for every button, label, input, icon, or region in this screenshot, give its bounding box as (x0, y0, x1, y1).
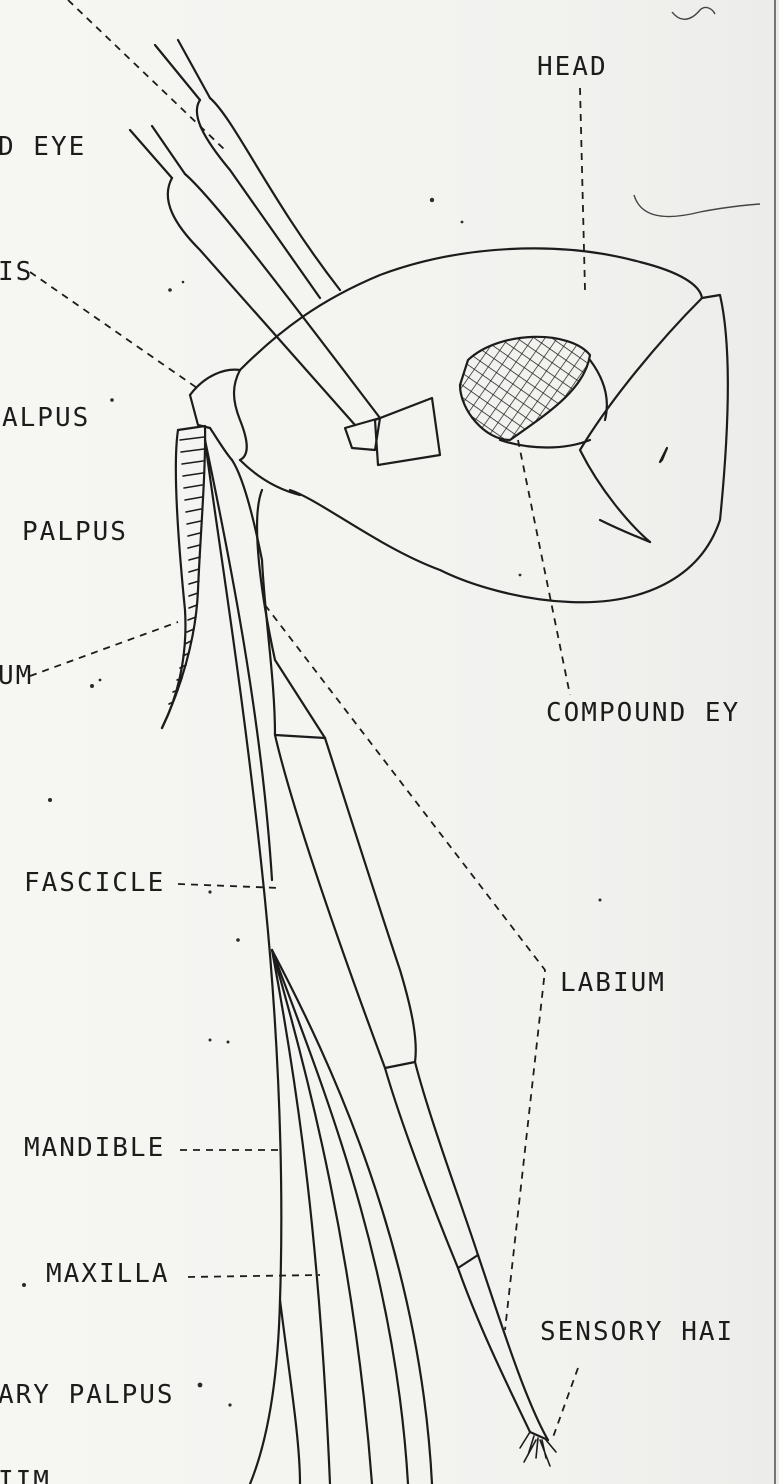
label-labial-palpus: ALPUS (2, 403, 90, 433)
label-sensory-hair: SENSORY HAI (540, 1317, 734, 1347)
clypeus-and-palpus (190, 370, 240, 460)
label-clypeus: IS (0, 257, 33, 287)
pencil-marks (634, 0, 775, 1484)
label-maxillary-palpus-upper: PALPUS (22, 517, 128, 547)
label-head: HEAD (537, 52, 608, 82)
label-compound-eye-top: D EYE (0, 132, 86, 162)
label-bottom-cut: IIM (0, 1466, 51, 1484)
label-compound-eye: COMPOUND EY (546, 698, 740, 728)
label-mandible: MANDIBLE (24, 1133, 165, 1163)
label-maxillary-palpus-lower: ARY PALPUS (0, 1380, 175, 1410)
labrum (162, 426, 205, 728)
compound-eye (450, 320, 610, 450)
label-labium: LABIUM (560, 968, 666, 998)
label-maxilla: MAXILLA (46, 1259, 170, 1289)
label-fascicle: FASCICLE (24, 868, 165, 898)
antenna-lower (130, 126, 440, 465)
leader-lines (30, 0, 585, 1440)
label-labrum: UM (0, 661, 33, 691)
